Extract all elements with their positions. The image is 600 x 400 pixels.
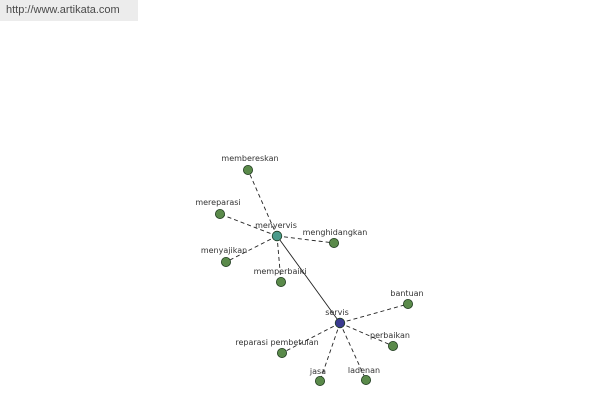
node-label-perbaikan: perbaikan (370, 331, 410, 340)
node-label-mereparasi: mereparasi (195, 198, 240, 207)
node-menyajikan[interactable] (220, 256, 231, 267)
node-menghidangkan[interactable] (328, 237, 339, 248)
node-ladenan[interactable] (360, 374, 371, 385)
node-label-bantuan: bantuan (390, 289, 423, 298)
node-label-memperbaiki: memperbaiki (254, 267, 307, 276)
node-label-menghidangkan: menghidangkan (303, 228, 368, 237)
source-url-banner[interactable]: http://www.artikata.com (0, 0, 138, 21)
node-memperbaiki[interactable] (275, 276, 286, 287)
node-menyervis[interactable] (271, 230, 283, 242)
node-jasa[interactable] (314, 375, 325, 386)
node-bantuan[interactable] (402, 298, 413, 309)
edge-menyervis-menyajikan (225, 235, 278, 263)
edge-servis-bantuan (339, 303, 409, 324)
node-label-ladenan: ladenan (348, 366, 380, 375)
node-label-jasa: jasa (309, 367, 326, 376)
node-label-servis: servis (325, 308, 349, 317)
node-perbaikan[interactable] (387, 340, 398, 351)
edge-servis-reparasi_pembetulan (281, 322, 341, 354)
node-label-menyervis: menyervis (255, 221, 297, 230)
edge-menyervis-memperbaiki (276, 235, 282, 283)
edge-servis-ladenan (339, 322, 367, 381)
edge-menyervis-membereskan (247, 169, 278, 237)
edge-menyervis-servis (276, 235, 341, 324)
edges-layer (219, 169, 409, 382)
node-reparasi_pembetulan[interactable] (276, 347, 287, 358)
node-mereparasi[interactable] (214, 208, 225, 219)
node-servis[interactable] (334, 317, 346, 329)
labels-layer: menyervis membereskan mereparasi menghidang… (195, 154, 423, 376)
edge-menyervis-mereparasi (219, 213, 278, 237)
node-membereskan[interactable] (242, 164, 253, 175)
nodes-layer (214, 164, 413, 386)
edge-menyervis-menghidangkan (276, 235, 335, 244)
node-label-reparasi_pembetulan: reparasi pembetulan (235, 338, 318, 347)
node-label-menyajikan: menyajikan (201, 246, 247, 255)
edge-servis-jasa (319, 322, 341, 382)
edge-servis-perbaikan (339, 322, 394, 347)
node-label-membereskan: membereskan (221, 154, 278, 163)
